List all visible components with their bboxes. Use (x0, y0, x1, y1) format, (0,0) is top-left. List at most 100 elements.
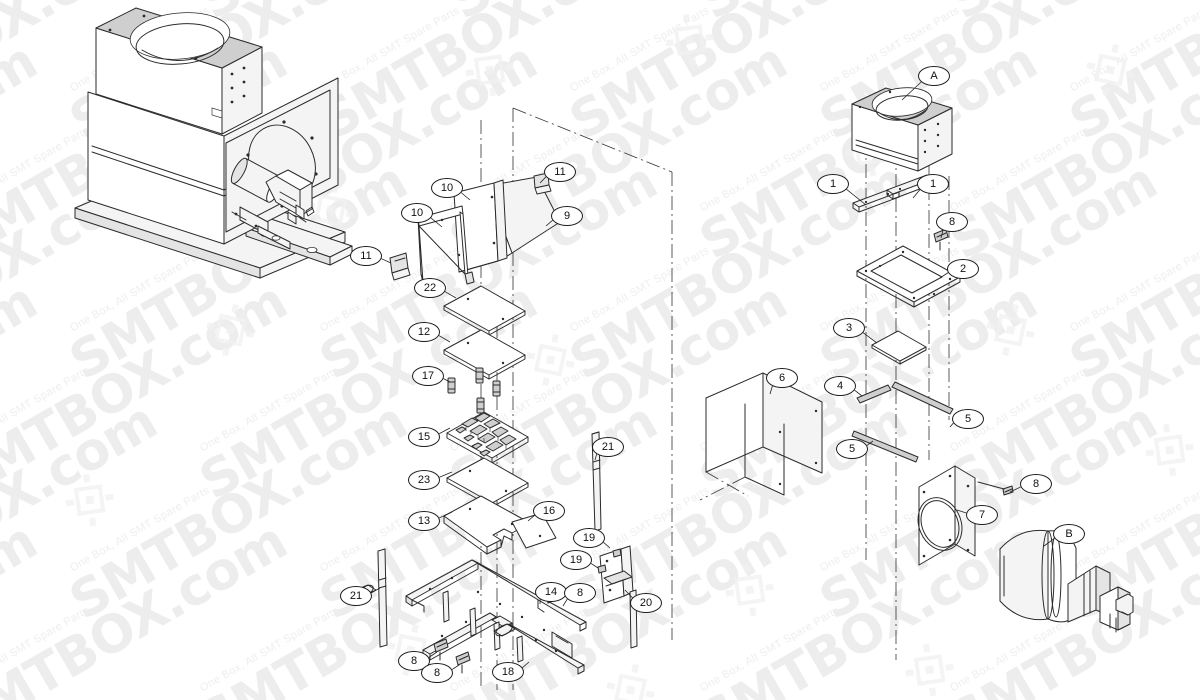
callout-label: 10 (431, 178, 463, 198)
callout-balloon-19[interactable]: 19 (560, 550, 592, 570)
callout-balloon-8[interactable]: 8 (421, 663, 453, 683)
callout-balloon-21[interactable]: 21 (340, 586, 372, 606)
part-6-duct (699, 372, 823, 501)
callout-balloon-14[interactable]: 14 (535, 582, 567, 602)
callout-leader-18 (522, 661, 530, 669)
callout-balloon-3[interactable]: 3 (833, 318, 865, 338)
callout-balloon-1[interactable]: 1 (917, 174, 949, 194)
callout-balloon-8[interactable]: 8 (564, 583, 596, 603)
callout-balloon-15[interactable]: 15 (408, 427, 440, 447)
callout-balloon-18[interactable]: 18 (492, 662, 524, 682)
callout-leader-22 (444, 291, 457, 299)
callout-balloon-8[interactable]: 8 (936, 212, 968, 232)
callout-label: 5 (836, 439, 868, 459)
callout-label: 1 (817, 174, 849, 194)
callout-balloon-7[interactable]: 7 (966, 505, 998, 525)
callout-leader-13 (439, 511, 453, 519)
callout-leader-1 (912, 189, 921, 199)
callout-label: B (1053, 524, 1085, 544)
callout-balloon-16[interactable]: 16 (533, 501, 565, 521)
callout-balloon-19[interactable]: 19 (573, 528, 605, 548)
callout-balloon-11[interactable]: 11 (544, 162, 576, 182)
callout-leader-17 (443, 378, 451, 383)
part-7-fan-frame (917, 465, 976, 566)
callout-label: 7 (966, 505, 998, 525)
callout-label: 13 (408, 511, 440, 531)
callout-balloon-A[interactable]: A (918, 66, 950, 86)
callout-leader-19 (590, 563, 599, 569)
callout-balloon-23[interactable]: 23 (408, 470, 440, 490)
callout-label: 19 (560, 550, 592, 570)
callout-label: 23 (408, 470, 440, 490)
callout-leader-7 (956, 509, 967, 514)
callout-leader-21 (370, 587, 381, 594)
callout-balloon-4[interactable]: 4 (824, 376, 856, 396)
callout-leader-9 (545, 219, 553, 227)
callout-balloon-17[interactable]: 17 (412, 366, 444, 386)
callout-balloon-2[interactable]: 2 (947, 259, 979, 279)
callout-balloon-13[interactable]: 13 (408, 511, 440, 531)
callout-label: 11 (350, 246, 382, 266)
callout-balloon-22[interactable]: 22 (414, 278, 446, 298)
assembly-main-unit (74, 7, 353, 279)
callout-balloon-8[interactable]: 8 (1020, 474, 1052, 494)
callout-leader-3 (862, 332, 878, 344)
assembly-center-stack (354, 107, 673, 690)
callout-leader-12 (438, 335, 451, 343)
callout-balloon-6[interactable]: 6 (766, 368, 798, 388)
callout-leader-8 (940, 230, 944, 239)
callout-leader-2 (939, 272, 949, 279)
callout-label: 11 (544, 162, 576, 182)
callout-leader-10 (460, 192, 471, 201)
callout-label: A (918, 66, 950, 86)
callout-label: 19 (573, 528, 605, 548)
callout-balloon-10[interactable]: 10 (431, 178, 463, 198)
callout-leader-8 (1009, 486, 1021, 493)
callout-label: 16 (533, 501, 565, 521)
callout-leader-23 (439, 471, 453, 478)
callout-label: 20 (630, 593, 662, 613)
callout-balloon-10[interactable]: 10 (401, 203, 433, 223)
callout-label: 21 (592, 437, 624, 457)
standoff-group (447, 367, 501, 414)
callout-balloon-1[interactable]: 1 (817, 174, 849, 194)
part-A-hopper (851, 87, 953, 172)
callout-leader-5 (949, 422, 954, 428)
callout-leader-4 (854, 389, 863, 397)
callout-leader-10 (430, 217, 443, 228)
callout-label: 18 (492, 662, 524, 682)
callout-label: 2 (947, 259, 979, 279)
callout-label: 8 (1020, 474, 1052, 494)
callout-label: 4 (824, 376, 856, 396)
callout-label: 12 (408, 322, 440, 342)
callout-label: 10 (401, 203, 433, 223)
callout-label: 3 (833, 318, 865, 338)
callout-balloon-B[interactable]: B (1053, 524, 1085, 544)
callout-leader-A (901, 81, 922, 101)
part-B-blower (999, 529, 1134, 633)
callout-leader-16 (527, 514, 535, 522)
callout-balloon-11[interactable]: 11 (350, 246, 382, 266)
callout-leader-6 (769, 385, 773, 395)
pcb-board (446, 411, 529, 464)
callout-leader-B (1043, 538, 1055, 547)
callout-balloon-5[interactable]: 5 (836, 439, 868, 459)
callout-leader-11 (539, 176, 547, 184)
callout-label: 8 (936, 212, 968, 232)
callout-balloon-20[interactable]: 20 (630, 593, 662, 613)
callout-leader-21 (594, 453, 598, 461)
callout-label: 6 (766, 368, 798, 388)
callout-balloon-12[interactable]: 12 (408, 322, 440, 342)
base-frame (354, 559, 638, 675)
callout-label: 22 (414, 278, 446, 298)
callout-balloon-21[interactable]: 21 (592, 437, 624, 457)
callout-leader-19 (603, 541, 611, 549)
callout-label: 14 (535, 582, 567, 602)
callout-leader-1 (846, 189, 867, 206)
callout-balloon-9[interactable]: 9 (551, 206, 583, 226)
callout-balloon-5[interactable]: 5 (952, 409, 984, 429)
callout-leader-5 (866, 440, 874, 446)
callout-label: 8 (421, 663, 453, 683)
